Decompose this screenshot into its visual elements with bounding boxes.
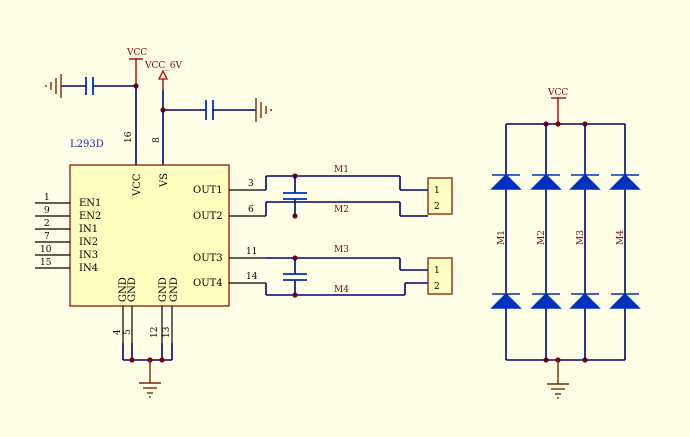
pin-label: EN1	[79, 198, 101, 209]
pin-label: GND	[169, 277, 180, 302]
connector-pin: 2	[434, 282, 440, 292]
pin-number: 2	[44, 219, 50, 229]
connector-pin: 1	[434, 186, 440, 196]
pin-label: IN3	[79, 250, 98, 261]
diode-label: M4	[616, 230, 626, 245]
diode-column-m4: M4	[609, 124, 641, 360]
pin-number: 4	[113, 329, 123, 335]
motor-label: M4	[334, 285, 349, 295]
pin-number: 10	[40, 245, 52, 255]
diode-label: M3	[576, 230, 586, 245]
pin-label: GND	[118, 277, 129, 302]
motor-label: M3	[334, 245, 349, 255]
pin-label: OUT1	[193, 185, 223, 196]
diode-bridge: VCC M1 M2	[490, 88, 641, 399]
pin-label: EN2	[79, 211, 101, 222]
pin-number: 3	[248, 179, 254, 189]
vs-decoupling-capacitor	[205, 100, 214, 120]
pin-label: IN1	[79, 224, 98, 235]
pin-number: 13	[162, 326, 172, 338]
pin-number: 12	[150, 327, 160, 338]
diode-column-m3: M3	[569, 124, 601, 360]
chip-top-pins: 16 VCC 8 VS	[124, 131, 170, 197]
pin-label: OUT2	[193, 211, 223, 222]
pin-number: 9	[44, 206, 50, 216]
diode-column-m1: M1	[490, 124, 522, 360]
pin-number: 14	[246, 272, 258, 282]
diode-column-m2: M2	[530, 124, 562, 360]
pin-label: IN4	[79, 263, 98, 274]
pin-number: 8	[152, 137, 162, 143]
ground-symbol-diodes	[547, 383, 569, 399]
pin-number: 1	[44, 193, 50, 203]
chip-bottom-pins: GND GND GND GND 4 5 12 13	[113, 277, 180, 343]
diode-label: M2	[537, 230, 547, 245]
pin-label: IN2	[79, 237, 98, 248]
output-wiring-motor-a: M1 M2	[265, 165, 428, 219]
ground-symbol-left	[45, 74, 62, 98]
pin-number: 7	[44, 232, 50, 242]
vcc-supply: VCC	[45, 48, 147, 165]
ground-symbol-right	[255, 98, 272, 122]
pin-number: 6	[248, 205, 254, 215]
motor-label: M1	[334, 165, 349, 175]
diode-vcc-label: VCC	[547, 88, 568, 98]
pin-label: OUT4	[193, 278, 223, 289]
motor-label: M2	[334, 205, 349, 215]
vcc-decoupling-capacitor	[85, 77, 94, 95]
output-capacitor-2	[283, 273, 307, 281]
l293d-chip	[69, 164, 230, 307]
chip-left-pins: 1 9 2 7 10 15 EN1 EN2 IN1 IN2 IN3 IN4	[35, 193, 101, 274]
output-wiring-motor-b: M3 M4	[265, 245, 428, 298]
vcc-6v-label: VCC_6V	[144, 61, 182, 71]
pin-label: OUT3	[193, 253, 223, 264]
pin-label: GND	[158, 277, 169, 302]
connector-pin: 1	[434, 266, 440, 276]
pin-label: GND	[127, 277, 138, 302]
ground-symbol-bottom	[139, 382, 161, 398]
connector-pin: 2	[434, 202, 440, 212]
pin-number: 16	[124, 131, 134, 143]
pin-label: VCC	[132, 173, 143, 197]
pin-number: 15	[40, 258, 52, 268]
motor-connector-1: 1 2	[427, 177, 453, 215]
vcc-6v-supply: VCC_6V	[144, 61, 272, 165]
chip-name: L293D	[70, 139, 104, 150]
chip-ground	[122, 343, 173, 398]
diode-label: M1	[497, 230, 507, 245]
motor-connector-2: 1 2	[427, 257, 453, 295]
pin-number: 5	[123, 329, 133, 335]
vcc-label: VCC	[126, 48, 147, 58]
pin-number: 11	[246, 247, 257, 257]
output-capacitor-1	[283, 192, 307, 200]
chip-right-pins: OUT1 OUT2 OUT3 OUT4 3 6 11 14	[193, 179, 266, 289]
pin-label: VS	[159, 173, 170, 188]
